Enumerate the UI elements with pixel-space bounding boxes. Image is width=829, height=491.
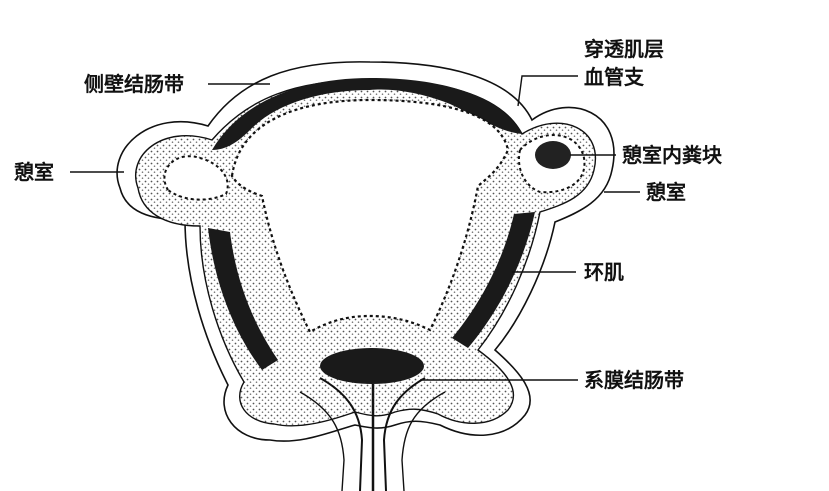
label-diverticulum-left: 憩室 [14, 160, 54, 184]
fecalith-mass [535, 141, 571, 169]
mesentery-stalk [319, 377, 426, 491]
label-circular-muscle: 环肌 [584, 260, 624, 284]
label-perforating-vessel-line2: 血管支 [584, 65, 645, 89]
mucosa-lumen [230, 98, 510, 334]
left-diverticulum-lumen [163, 155, 229, 201]
label-mesenteric-taenia: 系膜结肠带 [584, 368, 684, 392]
circular-muscle-right [452, 212, 535, 348]
leader-perforating-vessel [517, 75, 578, 107]
lateral-taenia-band [212, 78, 522, 150]
label-diverticulum-right: 憩室 [646, 180, 686, 204]
circular-muscle-left [208, 228, 278, 370]
mesenteric-taenia [320, 348, 424, 384]
serosa-outline [116, 61, 615, 442]
label-perforating-vessel-line1: 穿透肌层 [584, 37, 664, 61]
label-lateral-taenia: 侧壁结肠带 [84, 72, 184, 96]
mesentery-outer [299, 391, 446, 491]
label-fecalith: 憩室内粪块 [622, 143, 723, 167]
